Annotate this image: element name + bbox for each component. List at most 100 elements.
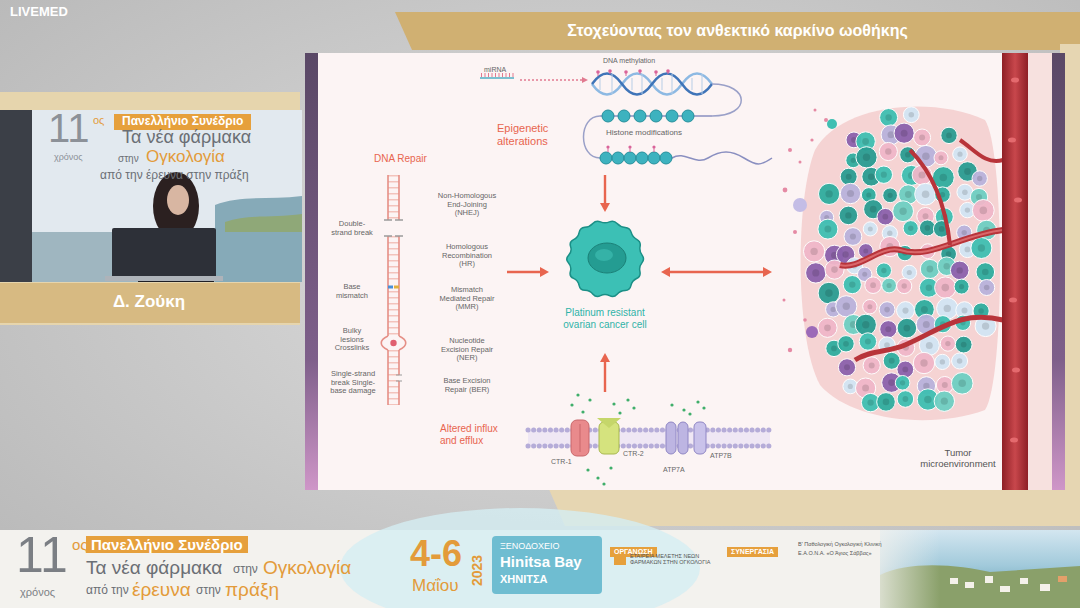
dna-ladder xyxy=(394,286,399,289)
arrow-head xyxy=(763,267,772,277)
tme-cell xyxy=(897,391,914,408)
cell-shape xyxy=(552,215,658,303)
cell-nucleus xyxy=(961,342,967,348)
cancer-cell: Platinum resistant ovarian cancer cell xyxy=(552,215,658,350)
label-wrap: Mismatch Mediated Repair (MMR) xyxy=(437,286,497,312)
cell-nucleus xyxy=(889,358,895,364)
epigenetic-art xyxy=(638,69,642,73)
cell-nucleus xyxy=(850,233,856,239)
sponsor-text: ΕΤΑΙΡΕΙΑ ΜΕΛΕΤΗΣ ΝΕΩΝ ΦΑΡΜΑΚΩΝ ΣΤΗΝ ΟΓΚΟ… xyxy=(630,553,712,566)
banner-text: χρόνος xyxy=(20,586,55,599)
blood-vessels xyxy=(783,188,788,193)
blood-vessels xyxy=(806,326,818,338)
tumor-tissue xyxy=(801,107,1000,421)
cell-nucleus xyxy=(831,307,836,312)
repair-label: Base Excision Repair (BER) xyxy=(437,377,497,394)
sponsor-text: Ε.Α.Ο.Ν.Α. «Ο Άγιος Σάββας» xyxy=(798,550,872,556)
tme-cell xyxy=(903,221,918,236)
cell-nucleus xyxy=(901,130,908,137)
tme-cell xyxy=(951,373,973,395)
epigenetic-art xyxy=(612,152,624,164)
tme-cell xyxy=(840,168,857,185)
tme-cell xyxy=(971,238,992,259)
epigenetic-art xyxy=(666,110,678,122)
group-heading: Epigenetic alterations xyxy=(497,122,561,148)
blood-vessels xyxy=(793,230,797,234)
label-wrap: Nucleotide Excision Repair (NER) xyxy=(437,337,497,363)
tme-cell xyxy=(979,280,995,296)
cell-nucleus xyxy=(957,152,962,157)
banner-text: έρευνα xyxy=(132,579,191,601)
label-wrap: Double-strand break xyxy=(331,220,373,237)
tme-cell xyxy=(818,282,840,304)
backdrop-text: χρόνος xyxy=(54,152,83,162)
tme-cell xyxy=(879,302,895,318)
epigenetic-art xyxy=(480,69,772,164)
epigenetic-art xyxy=(596,70,600,74)
group-region: Altered influx and efflux xyxy=(438,395,773,483)
cell-nucleus xyxy=(851,158,856,163)
cell-nucleus xyxy=(884,307,890,313)
epigenetic-art xyxy=(608,69,612,73)
cell-nucleus xyxy=(978,308,984,314)
dna-ladder xyxy=(396,375,402,381)
cell-membrane xyxy=(626,398,629,401)
damage-label: Bulky lesions Crosslinks xyxy=(331,327,373,353)
cell-nucleus xyxy=(825,190,832,197)
cell-nucleus xyxy=(849,281,855,287)
blood-vessels xyxy=(910,150,950,245)
logo-text: LIVEMED xyxy=(10,5,68,20)
cell-nucleus xyxy=(866,192,871,197)
tme-cell xyxy=(893,201,914,222)
epigenetic-art xyxy=(666,69,670,73)
tme-cell xyxy=(955,336,972,353)
video-panel xyxy=(167,185,189,215)
label-wrap: Homologous Recombination (HR) xyxy=(437,243,497,269)
cell-nucleus xyxy=(824,226,831,233)
cell-nucleus xyxy=(957,267,963,273)
cell-nucleus xyxy=(980,207,988,215)
label-wrap: Ε.Α.Ο.Ν.Α. «Ο Άγιος Σάββας» xyxy=(798,550,872,556)
cell-membrane xyxy=(612,402,615,405)
transporter-label: CTR-1 xyxy=(551,458,572,466)
label-wrap: CTR-1 xyxy=(551,458,572,466)
dna-ladder xyxy=(388,175,399,220)
blood-vessels xyxy=(1010,438,1018,443)
cell-nucleus xyxy=(939,155,944,160)
cell-nucleus xyxy=(964,168,971,175)
epigenetic-art xyxy=(634,110,646,122)
label-wrap: ΕΤΑΙΡΕΙΑ ΜΕΛΕΤΗΣ ΝΕΩΝ ΦΑΡΜΑΚΩΝ ΣΤΗΝ ΟΓΚΟ… xyxy=(630,553,712,566)
tme-cell xyxy=(838,359,855,376)
label-wrap: στην xyxy=(233,563,258,577)
tme-cell xyxy=(897,361,914,378)
label-wrap: Base mismatch xyxy=(331,283,373,300)
cell-nucleus xyxy=(977,176,982,181)
tme-cell xyxy=(863,357,880,374)
dna-ladder xyxy=(388,286,393,289)
cell-nucleus xyxy=(905,152,911,158)
cell-nucleus xyxy=(942,382,948,388)
connector-line xyxy=(507,271,542,273)
label-wrap: ΞΕΝΟΔΟΧΕΙΟ xyxy=(500,541,560,551)
cell-membrane xyxy=(596,476,599,479)
cell-nucleus xyxy=(904,325,911,332)
video-panel xyxy=(0,110,32,282)
tme-cell xyxy=(935,277,956,298)
blood-vessels xyxy=(960,140,1003,161)
cell-membrane xyxy=(702,406,705,409)
label-wrap: ΣΥΝΕΡΓΑΣΙΑ xyxy=(727,540,778,558)
tme-cell xyxy=(903,107,919,123)
label-wrap: ος xyxy=(93,114,104,127)
tme-cell xyxy=(863,222,877,236)
cell-membrane xyxy=(528,444,770,449)
cell-membrane xyxy=(602,482,605,485)
sponsor-tag: ΣΥΝΕΡΓΑΣΙΑ xyxy=(727,547,778,557)
title-band xyxy=(395,12,1080,50)
blood-vessels xyxy=(1028,53,1052,490)
epigenetic-art xyxy=(712,84,741,116)
tme-cell xyxy=(875,166,892,183)
banner-text: Πανελλήνιο Συνέδριο xyxy=(86,536,248,553)
tme-cell xyxy=(844,228,862,246)
banner-text: στην xyxy=(196,584,221,598)
